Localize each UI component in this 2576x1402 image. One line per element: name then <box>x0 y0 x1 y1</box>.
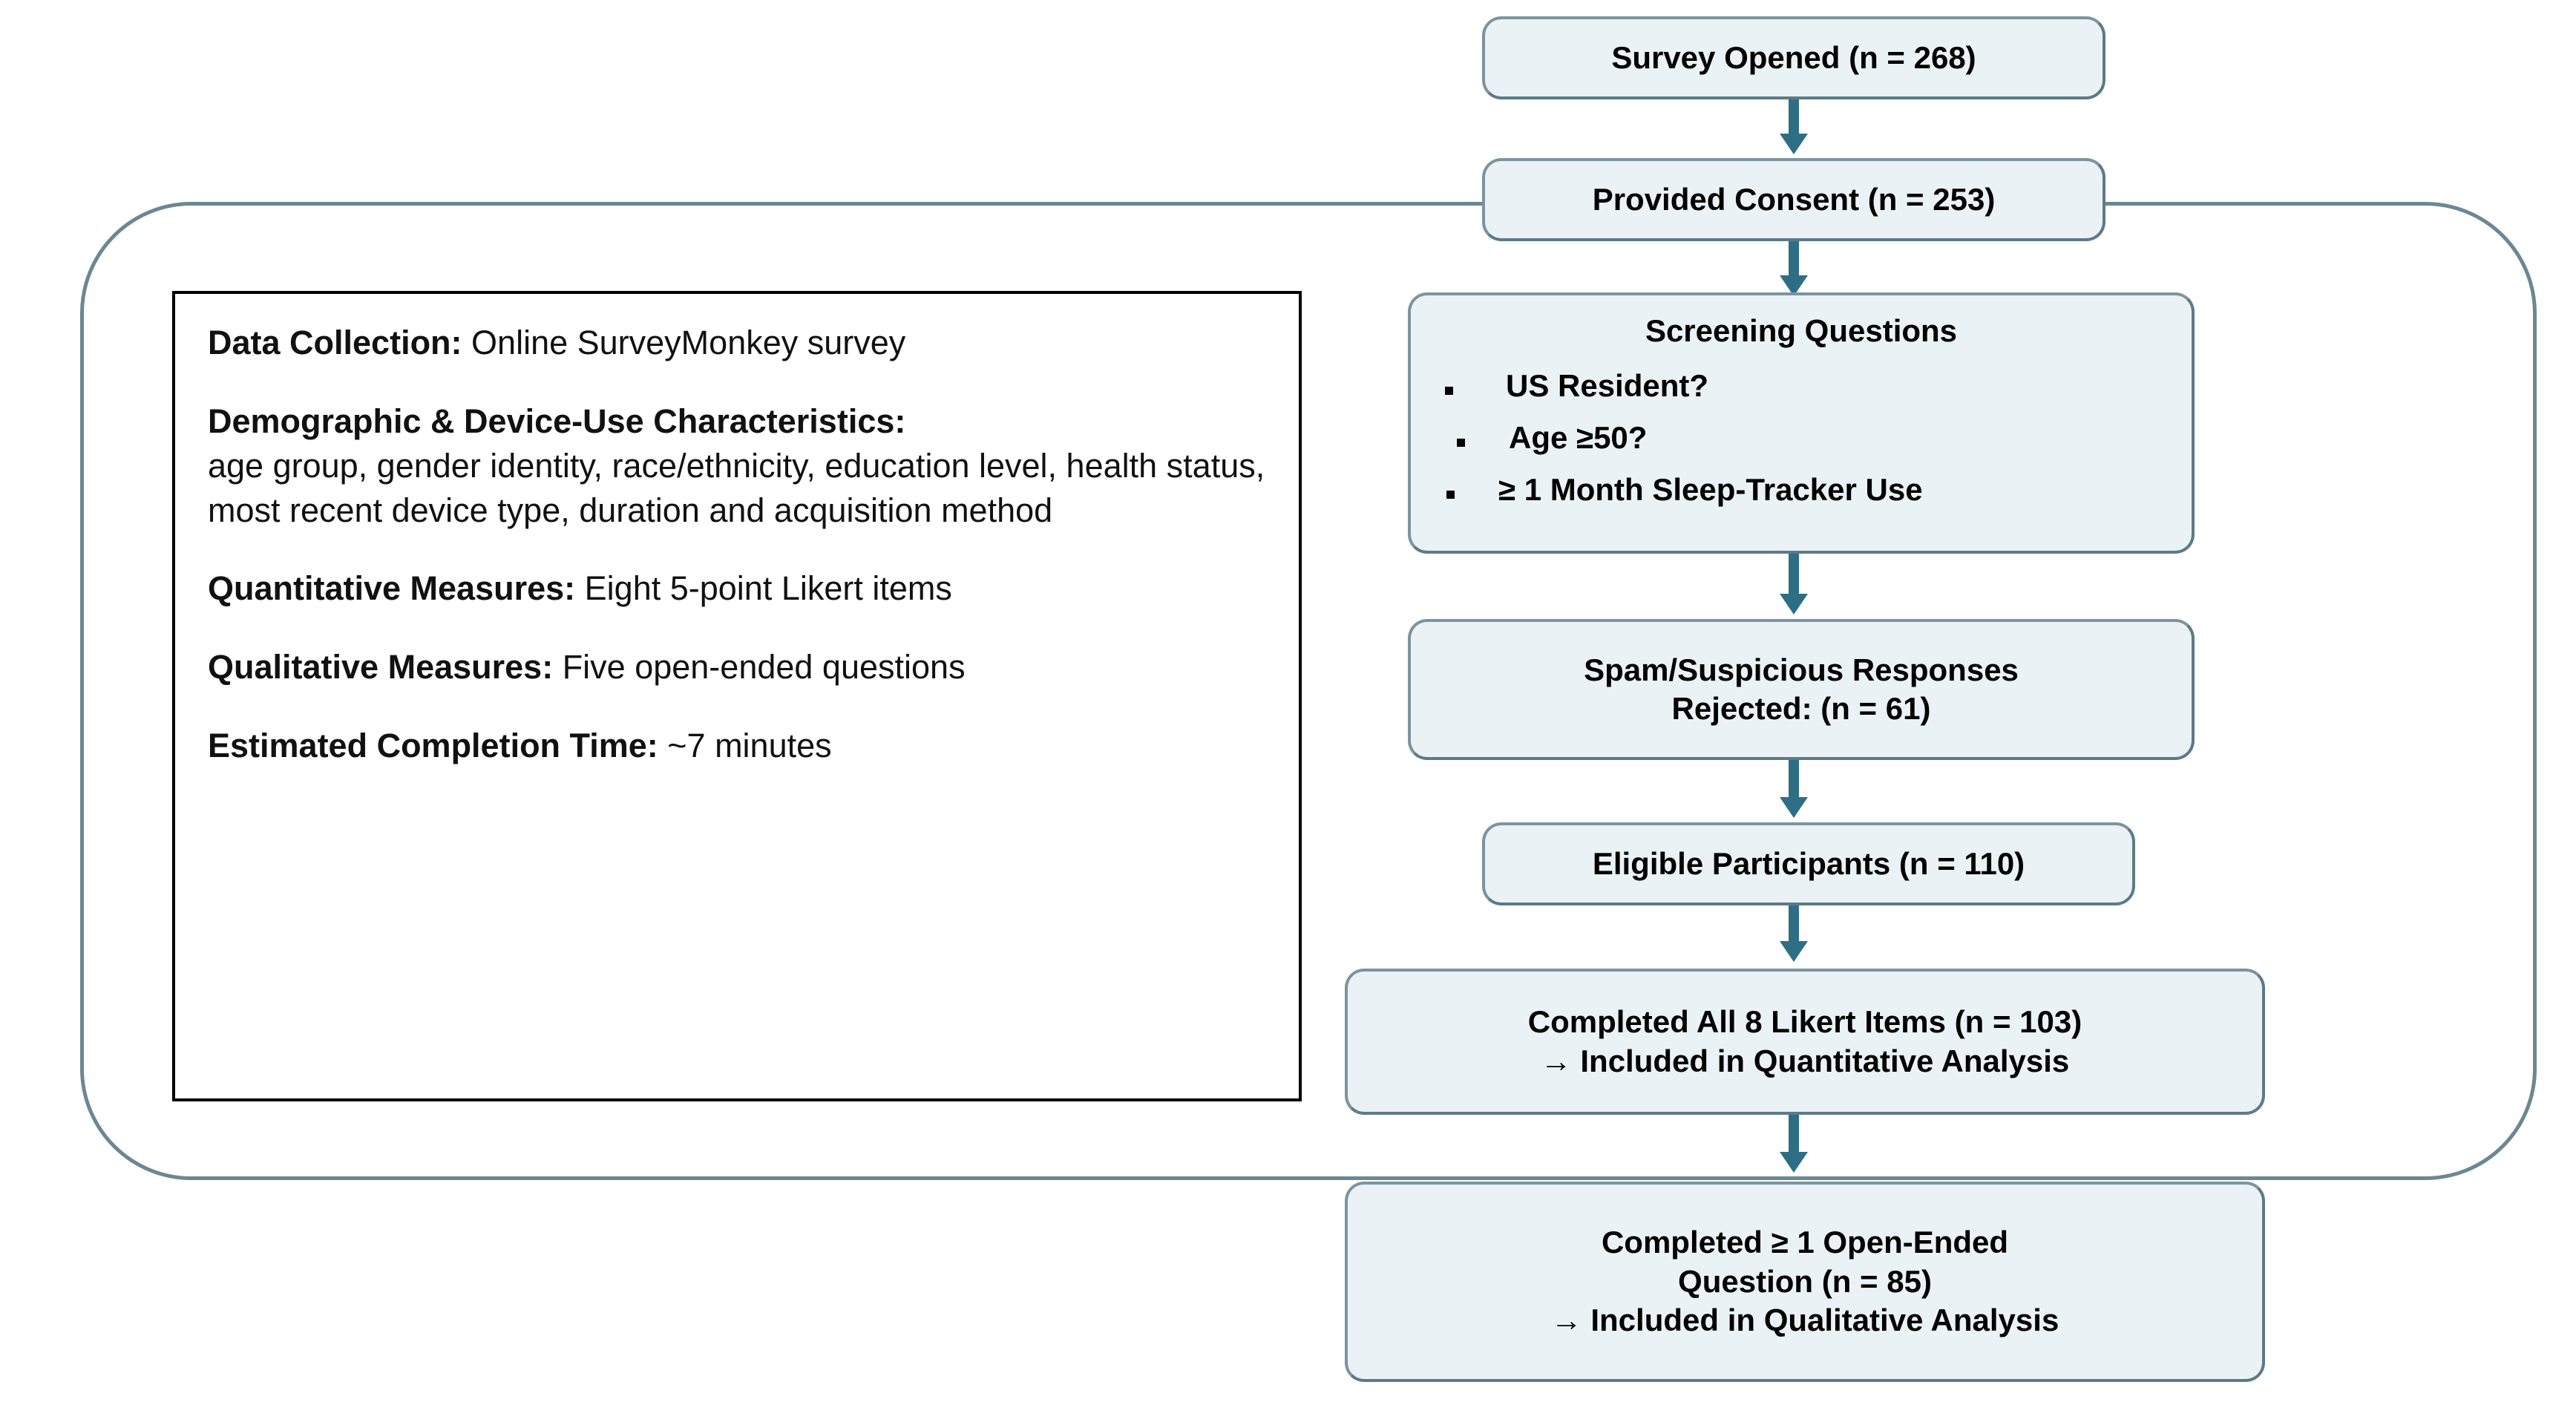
info-label: Demographic & Device-Use Characteristics… <box>208 402 906 440</box>
arrow-opened-to-consent <box>1789 99 1799 135</box>
node-label-line1: Completed All 8 Likert Items (n = 103) <box>1527 1004 2082 1039</box>
info-value: age group, gender identity, race/ethnici… <box>208 446 1265 529</box>
node-spam-rejected[interactable]: Spam/Suspicious Responses Rejected: (n =… <box>1408 619 2195 760</box>
node-title: Screening Questions <box>1645 313 1958 348</box>
info-row-completion-time: Estimated Completion Time: ~7 minutes <box>208 724 1266 768</box>
node-survey-opened[interactable]: Survey Opened (n = 268) <box>1482 16 2105 99</box>
info-value: Eight 5-point Likert items <box>575 569 952 608</box>
info-label: Quantitative Measures: <box>208 569 576 608</box>
node-provided-consent[interactable]: Provided Consent (n = 253) <box>1482 158 2105 241</box>
info-value: Online SurveyMonkey survey <box>462 324 906 361</box>
node-label-line2: → Included in Quantitative Analysis <box>1540 1043 2070 1078</box>
info-row-demographics: Demographic & Device-Use Characteristics… <box>208 399 1266 533</box>
node-label: Eligible Participants (n = 110) <box>1592 845 2025 881</box>
info-value: Five open-ended questions <box>553 648 966 687</box>
list-item: ≥ 1 Month Sleep-Tracker Use <box>1446 474 1923 505</box>
list-item: US Resident? <box>1445 370 1923 402</box>
info-value: ~7 minutes <box>658 727 832 765</box>
list-item: Age ≥50? <box>1457 422 1923 453</box>
arrow-eligible-to-quantitative <box>1789 905 1799 943</box>
node-label-line2: Question (n = 85) <box>1678 1263 1932 1299</box>
info-row-quantitative-measures: Quantitative Measures: Eight 5-point Lik… <box>208 566 1266 611</box>
info-row-qualitative-measures: Qualitative Measures: Five open-ended qu… <box>208 645 1266 689</box>
node-label: Survey Opened (n = 268) <box>1611 39 1976 75</box>
arrow-screening-to-spam <box>1789 554 1799 595</box>
info-label: Qualitative Measures: <box>208 648 554 687</box>
arrow-spam-to-eligible <box>1789 760 1799 799</box>
screening-criteria-list: US Resident? Age ≥50? ≥ 1 Month Sleep-Tr… <box>1421 370 1923 526</box>
node-label: Provided Consent (n = 253) <box>1592 181 1996 217</box>
node-label-line2: Rejected: (n = 61) <box>1671 691 1931 726</box>
grouping-enclosure <box>80 202 2537 1180</box>
arrow-consent-to-screening <box>1789 241 1799 277</box>
node-screening-questions[interactable]: Screening Questions US Resident? Age ≥50… <box>1408 292 2195 554</box>
info-row-data-collection: Data Collection: Online SurveyMonkey sur… <box>208 321 1266 365</box>
node-label-line3: → Included in Qualitative Analysis <box>1550 1303 2059 1338</box>
node-label-line1: Spam/Suspicious Responses <box>1584 652 2019 687</box>
node-completed-likert[interactable]: Completed All 8 Likert Items (n = 103) →… <box>1345 969 2265 1115</box>
node-completed-open-ended[interactable]: Completed ≥ 1 Open-Ended Question (n = 8… <box>1345 1182 2265 1382</box>
node-eligible-participants[interactable]: Eligible Participants (n = 110) <box>1482 822 2135 905</box>
node-label-line1: Completed ≥ 1 Open-Ended <box>1601 1225 2009 1260</box>
info-label: Data Collection: <box>208 324 462 361</box>
study-details-panel: Data Collection: Online SurveyMonkey sur… <box>172 291 1302 1101</box>
info-label: Estimated Completion Time: <box>208 727 658 765</box>
arrow-quantitative-to-qualitative <box>1789 1115 1799 1153</box>
